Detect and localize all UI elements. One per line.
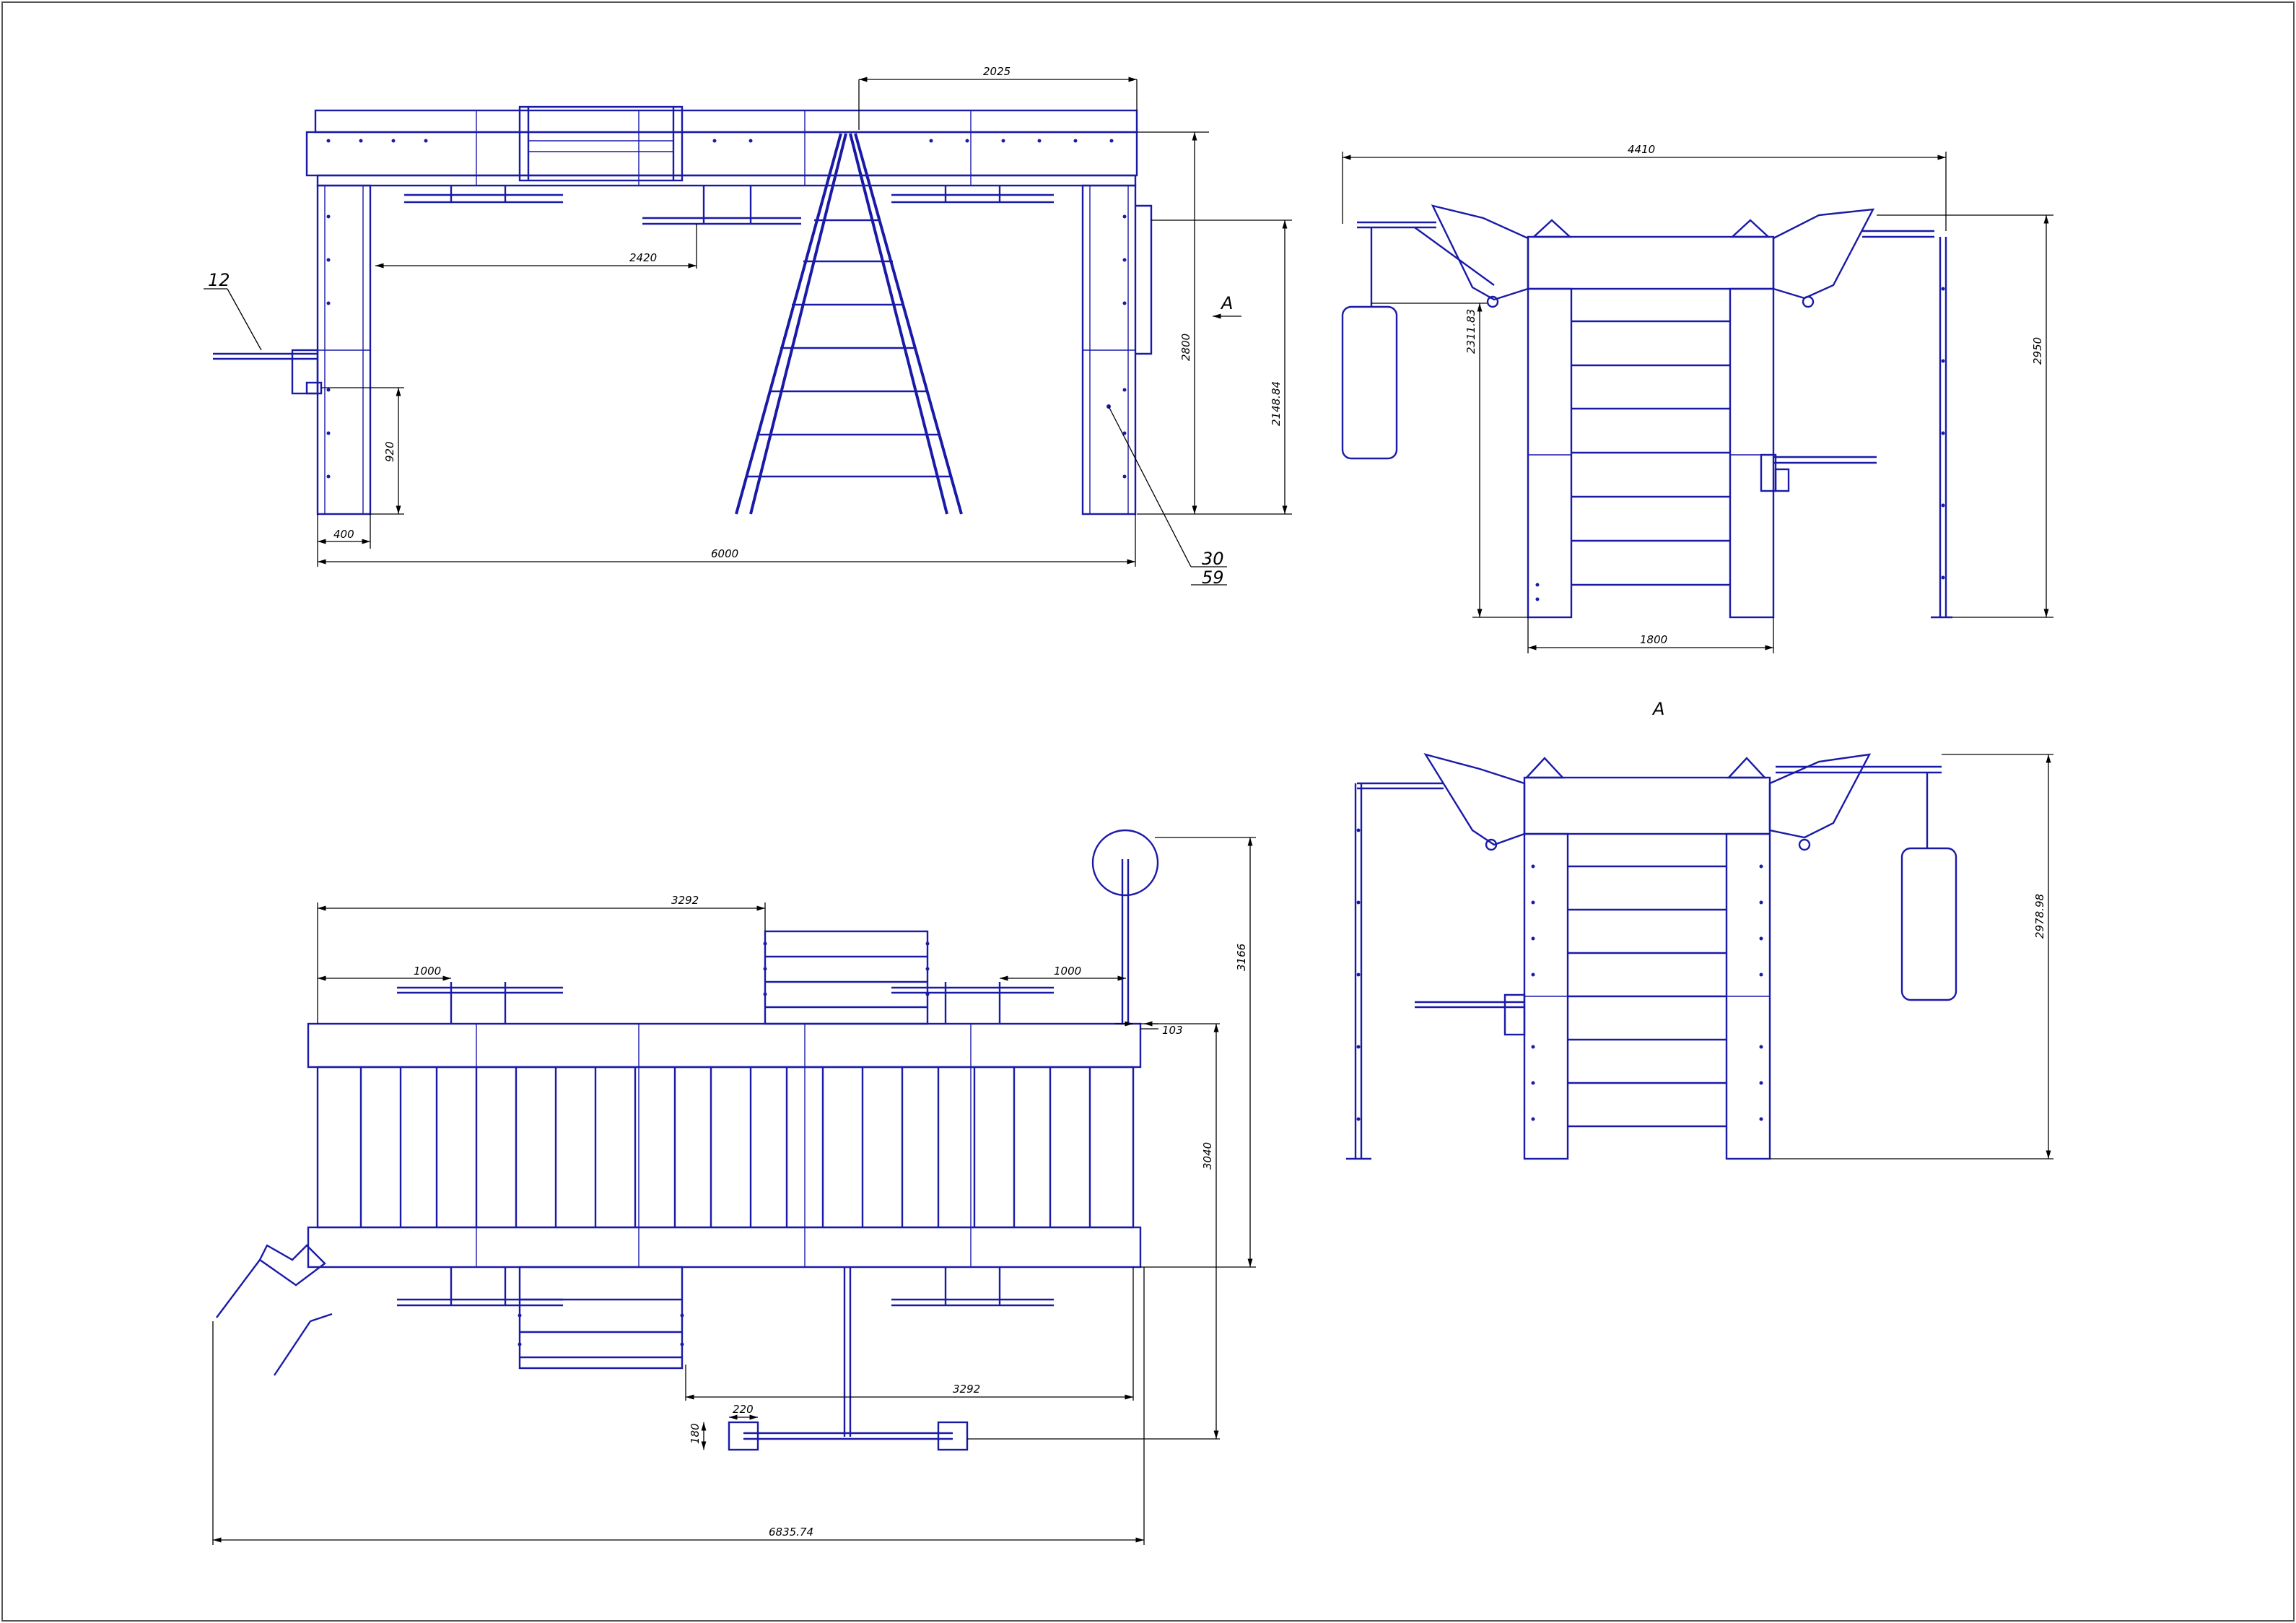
front-dim-top-offset: 2025 xyxy=(983,65,1010,78)
front-dim-height-total: 2800 xyxy=(1179,334,1192,361)
side-dim-width-total: 4410 xyxy=(1628,143,1655,156)
plan-dim-overall: 6835.74 xyxy=(769,1526,813,1539)
side-view: 4410 2311.83 2950 1800 xyxy=(1341,143,2053,653)
plan-dim-bottom-span: 3292 xyxy=(953,1383,980,1396)
plan-dim-offset: 103 xyxy=(1162,1024,1183,1037)
plan-dim-top-span: 3292 xyxy=(671,894,699,907)
front-dim-post-width: 400 xyxy=(333,528,354,541)
plan-dim-bar-right: 1000 xyxy=(1054,965,1081,978)
front-dim-height-frame: 2148.84 xyxy=(1270,381,1283,426)
part-callout-12: 12 xyxy=(208,270,230,290)
front-dim-side-bar-height: 920 xyxy=(383,441,396,462)
leader-callout-bottom: 59 xyxy=(1202,567,1224,588)
side-dim-height-total: 2950 xyxy=(2031,337,2044,365)
section-a-dim-height-total: 2978.98 xyxy=(2033,894,2046,939)
plan-dim-plate-h: 180 xyxy=(689,1423,702,1444)
side-dim-bag-height: 2311.83 xyxy=(1465,309,1477,354)
front-dim-bar-reach: 2420 xyxy=(629,251,657,264)
plan-dim-bar-left: 1000 xyxy=(414,965,441,978)
plan-dim-plate-w: 220 xyxy=(733,1403,754,1416)
plan-dim-width-outer: 3166 xyxy=(1235,944,1248,971)
leader-callout-top: 30 xyxy=(1202,549,1224,569)
plan-view: 3292 1000 1000 103 3040 3166 3292 220 18… xyxy=(212,829,1256,1545)
front-view: 2025 2420 2800 2148.84 920 400 6000 12 3… xyxy=(204,65,1292,588)
front-dim-overall-length: 6000 xyxy=(711,547,738,560)
plan-dim-width: 3040 xyxy=(1201,1142,1214,1170)
side-dim-ladder-width: 1800 xyxy=(1640,633,1667,646)
section-a-view: A xyxy=(1346,699,2053,1160)
view-arrow-label: A xyxy=(1220,293,1233,313)
section-a-title: A xyxy=(1651,699,1664,719)
